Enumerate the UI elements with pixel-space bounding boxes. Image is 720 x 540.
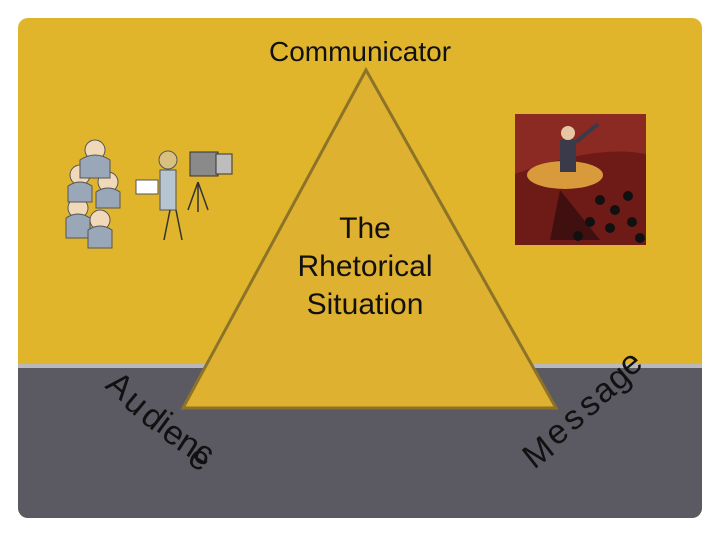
center-label: The Rhetorical Situation [270, 210, 460, 324]
center-label-line: Situation [306, 288, 424, 321]
audience-illustration [65, 139, 233, 249]
speaker-photo [515, 114, 646, 245]
center-label-line: The [339, 212, 391, 245]
communicator-label: Communicator [268, 36, 452, 67]
center-label-line: Rhetorical [297, 250, 433, 283]
message-arc-word: M e s s a g e [516, 343, 650, 476]
rhetorical-triangle [180, 66, 559, 410]
